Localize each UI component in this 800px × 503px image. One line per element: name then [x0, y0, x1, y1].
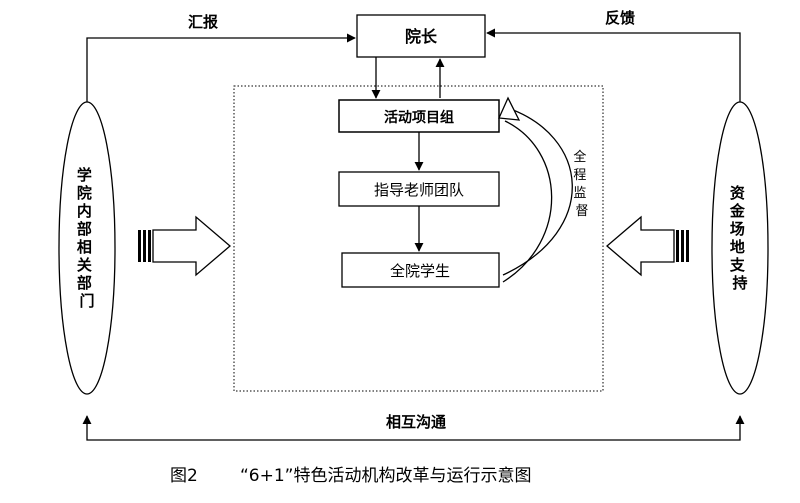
dean-label: 院长 — [405, 27, 438, 46]
dean-box — [356, 14, 486, 58]
right-block-arrow — [605, 215, 689, 277]
communication-line — [82, 415, 745, 441]
dotted-frame — [233, 85, 604, 392]
figure-caption: “6+1”特色活动机构改革与运行示意图 — [240, 466, 532, 486]
report-label: 汇报 — [188, 13, 218, 31]
all-students-box — [341, 252, 500, 288]
teacher-team-label: 指导老师团队 — [374, 181, 464, 199]
feedback-label: 反馈 — [605, 9, 635, 27]
figure-number: 图2 — [170, 466, 198, 486]
project-group-label: 活动项目组 — [384, 109, 454, 126]
report-line — [86, 33, 356, 102]
right-ellipse-label: 资 金 场 地 支 持 — [729, 184, 750, 292]
communication-label: 相互沟通 — [386, 413, 446, 431]
supervision-label: 全 程 监 督 — [573, 149, 590, 219]
project-group-box — [338, 99, 500, 133]
feedback-line — [486, 28, 741, 102]
left-block-arrow — [138, 215, 232, 277]
supervision-curve-inner — [502, 120, 553, 283]
supervision-curve-outer — [502, 106, 573, 276]
left-ellipse-label: 学 院 内 部 相 关 部 门 — [77, 166, 97, 310]
supervision-arrow-head — [498, 96, 521, 121]
all-students-label: 全院学生 — [390, 262, 450, 280]
